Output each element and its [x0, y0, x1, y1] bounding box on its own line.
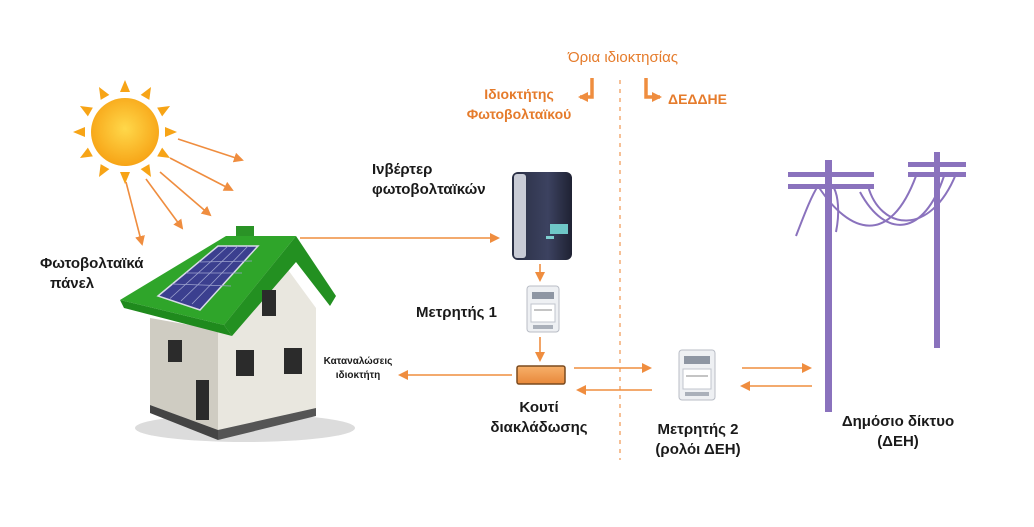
solar-panel-icon: [156, 245, 260, 311]
junction-label-line2: διακλάδωσης: [490, 419, 588, 436]
inverter-label-line2: φωτοβολταϊκών: [372, 181, 486, 198]
junction-label-line1: Κουτί: [519, 399, 559, 416]
operator-label: ΔΕΔΔΗΕ: [668, 91, 727, 107]
inverter-label-line1: Ινβέρτερ: [372, 161, 433, 178]
sun-icon: [73, 80, 177, 184]
panels-label-line1: Φωτοβολταϊκά: [40, 255, 144, 272]
boundary-arrow-right: [644, 78, 662, 102]
house-illustration: [120, 226, 355, 442]
inverter-label: Ινβέρτερ φωτοβολταϊκών: [372, 160, 486, 200]
sun-ray-arrows: [125, 138, 244, 246]
owner-label-line1: Ιδιοκτήτης: [484, 86, 554, 102]
junction-box-icon: [516, 365, 566, 385]
meter1-label: Μετρητής 1: [416, 304, 497, 321]
meter2-label-line2: (ρολόι ΔΕΗ): [655, 441, 741, 458]
grid-label-line1: Δημόσιο δίκτυο: [841, 413, 955, 430]
meter2-label-line1: Μετρητής 2: [657, 421, 739, 438]
inverter-icon: [512, 172, 572, 260]
boundary-arrow-left: [578, 78, 594, 102]
owner-label: Ιδιοκτήτης Φωτοβολταϊκού: [456, 84, 582, 124]
consumption-label-line1: Καταναλώσεις: [323, 356, 393, 367]
junction-label: Κουτί διακλάδωσης: [484, 398, 594, 438]
grid-label: Δημόσιο δίκτυο (ΔΕΗ): [830, 412, 966, 452]
power-pole-icon: [788, 152, 966, 412]
ownership-boundary-title: Όρια ιδιοκτησίας: [568, 49, 678, 66]
grid-label-line2: (ΔΕΗ): [877, 433, 919, 450]
consumption-label: Καταναλώσεις ιδιοκτήτη: [318, 355, 398, 383]
meter2-label: Μετρητής 2 (ρολόι ΔΕΗ): [640, 420, 756, 460]
panels-label: Φωτοβολταϊκά πάνελ: [40, 254, 143, 294]
meter2-icon: [678, 349, 716, 401]
owner-label-line2: Φωτοβολταϊκού: [466, 106, 572, 122]
consumption-label-line2: ιδιοκτήτη: [335, 370, 381, 381]
panels-label-line2: πάνελ: [50, 275, 95, 292]
meter1-icon: [526, 285, 560, 333]
